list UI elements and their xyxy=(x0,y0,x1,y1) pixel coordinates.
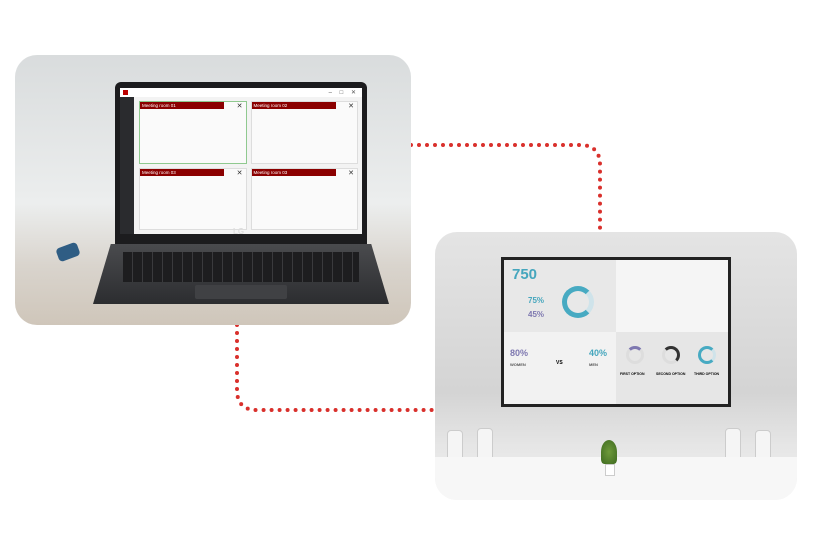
women-percent: 80% xyxy=(510,348,529,358)
tile-title: Meeting room 03 xyxy=(251,168,336,176)
meeting-room-photo: 750 75% 45% 80% WOMEN VS 40% MEN FIRST O… xyxy=(435,232,797,500)
keyboard xyxy=(123,252,359,282)
tile-title: Meeting room 02 xyxy=(251,102,336,109)
option-ring xyxy=(698,346,716,364)
option-ring xyxy=(626,346,644,364)
stat-total: 750 xyxy=(512,266,538,283)
window-controls[interactable]: – □ ✕ xyxy=(328,90,359,96)
donut-chart xyxy=(562,286,594,318)
app-titlebar: – □ ✕ xyxy=(120,88,362,97)
usb-dongle xyxy=(55,241,81,263)
plant xyxy=(601,440,617,464)
laptop-brand-logo: LG xyxy=(233,227,245,236)
wall-display: 750 75% 45% 80% WOMEN VS 40% MEN FIRST O… xyxy=(501,257,731,407)
laptop-screen: – □ ✕ Meeting room 01✕ Meeting room 02✕ … xyxy=(115,82,367,244)
tile-title: Meeting room 03 xyxy=(140,168,225,176)
meeting-room-tile[interactable]: Meeting room 03 ✕ xyxy=(250,167,358,230)
option-label: SECOND OPTION xyxy=(656,372,686,376)
close-icon[interactable]: ✕ xyxy=(236,169,243,177)
women-label: WOMEN xyxy=(510,362,526,367)
stats-quadrant: 750 75% 45% xyxy=(504,260,616,332)
stat-b: 45% xyxy=(528,310,545,319)
close-icon[interactable]: ✕ xyxy=(348,103,354,110)
vs-label: VS xyxy=(556,360,563,366)
option-ring xyxy=(662,346,680,364)
option-label: THIRD OPTION xyxy=(694,372,720,376)
options-quadrant: FIRST OPTION SECOND OPTION THIRD OPTION xyxy=(616,332,728,404)
men-label: MEN xyxy=(589,362,598,367)
touchpad xyxy=(195,285,287,299)
meeting-room-tile[interactable]: Meeting room 03 ✕ xyxy=(139,167,247,230)
meeting-room-tile[interactable]: Meeting room 01 ✕ xyxy=(139,101,247,164)
men-percent: 40% xyxy=(589,348,608,358)
close-icon[interactable]: ✕ xyxy=(348,169,354,177)
stat-a: 75% xyxy=(528,296,545,305)
app-sidebar xyxy=(120,97,134,234)
meeting-room-tile[interactable]: Meeting room 02 ✕ xyxy=(250,101,358,164)
screen-share-app: – □ ✕ Meeting room 01✕ Meeting room 02✕ … xyxy=(120,88,362,234)
laptop-photo: – □ ✕ Meeting room 01✕ Meeting room 02✕ … xyxy=(15,55,411,325)
app-logo-icon xyxy=(123,90,128,95)
gender-quadrant: 80% WOMEN VS 40% MEN xyxy=(504,332,616,404)
close-icon[interactable]: ✕ xyxy=(236,103,243,110)
option-label: FIRST OPTION xyxy=(620,372,645,376)
tile-title: Meeting room 01 xyxy=(140,102,225,109)
conference-table xyxy=(435,457,797,500)
world-map-quadrant xyxy=(616,260,728,332)
plant-pot xyxy=(605,464,615,476)
